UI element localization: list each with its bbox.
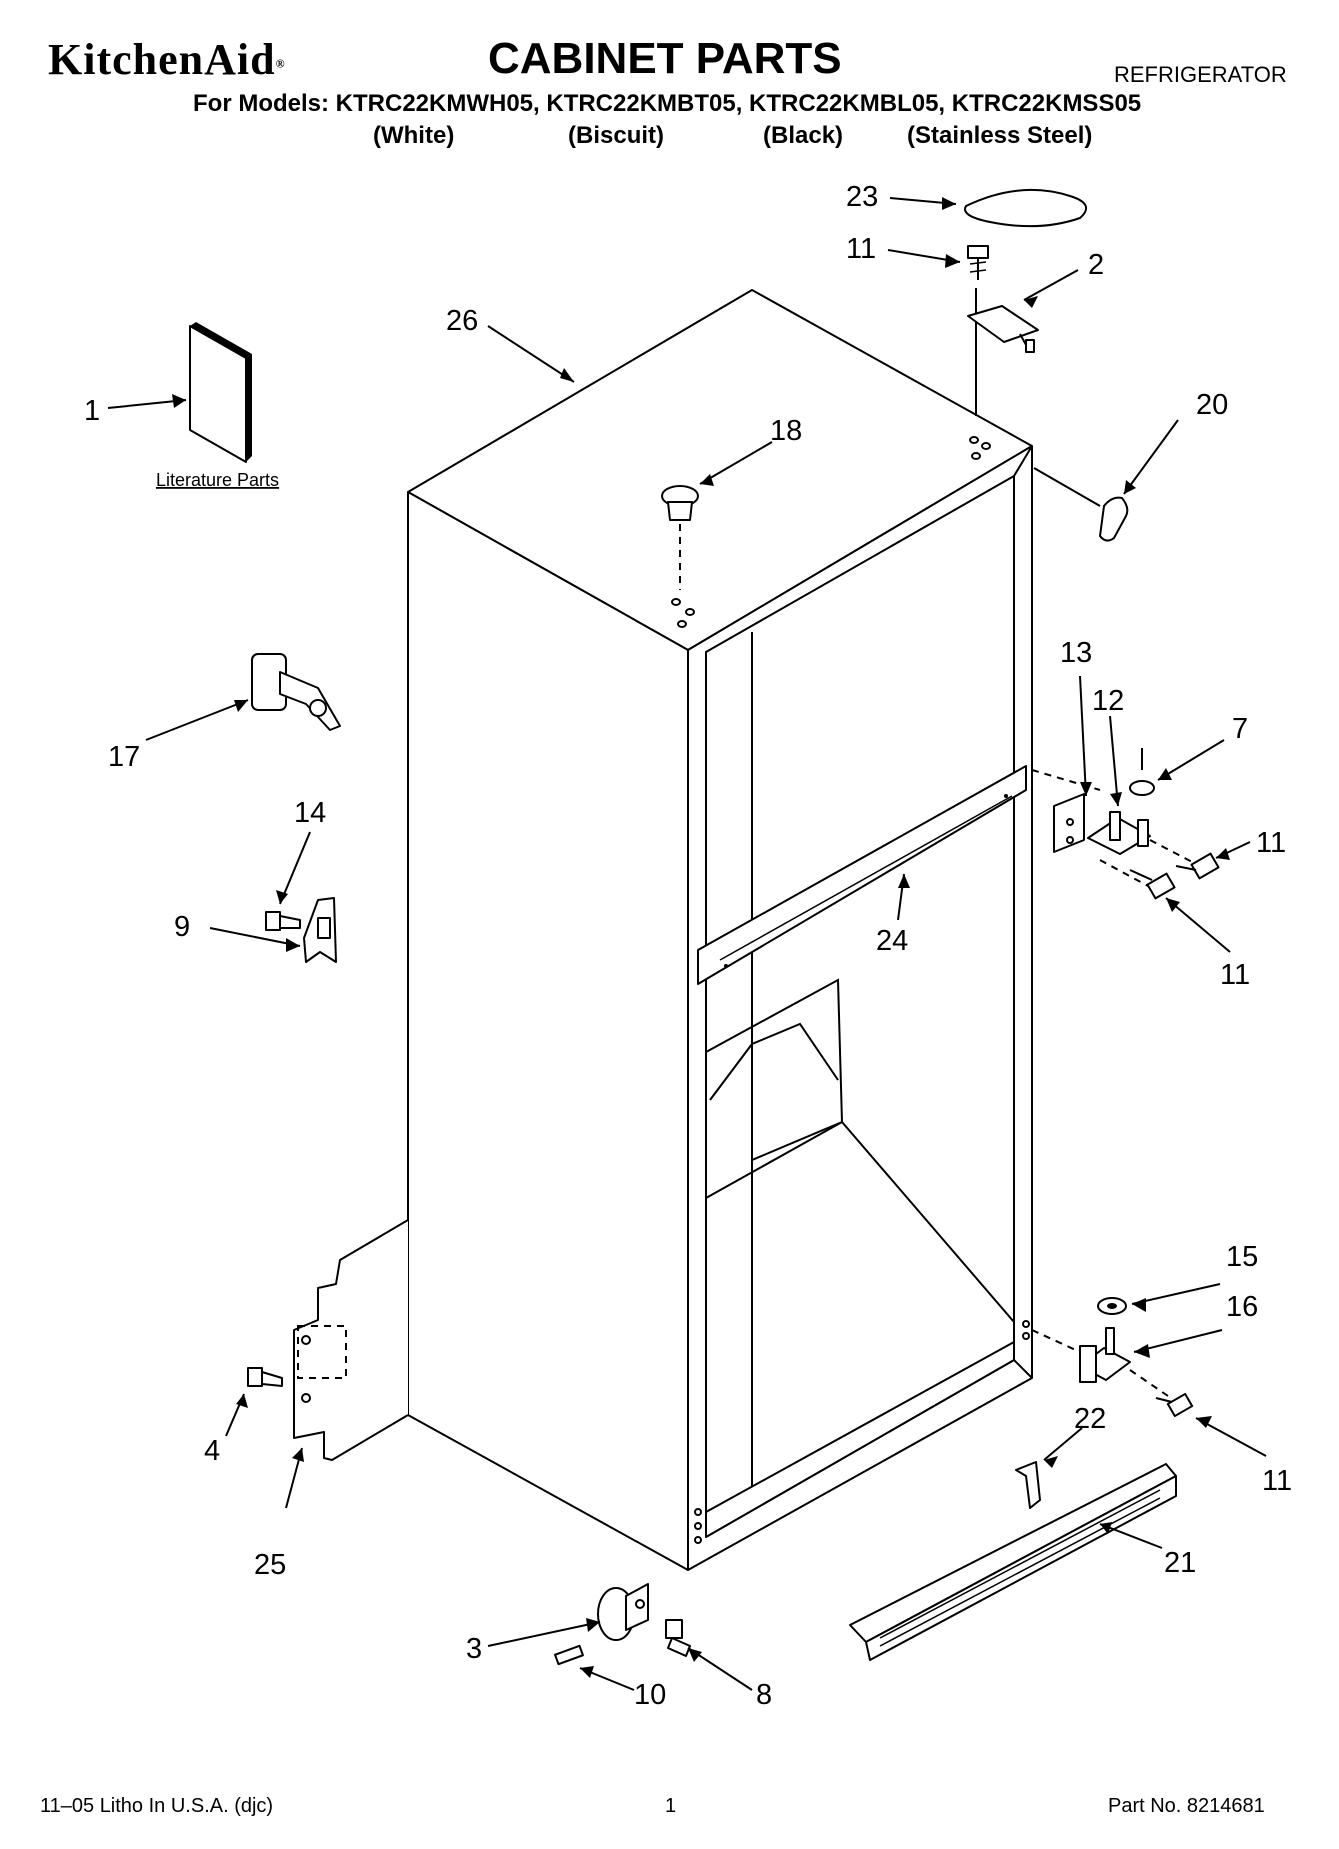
callout-16: 16: [1226, 1291, 1258, 1323]
center-hinge-bracket: [1053, 793, 1085, 853]
center-screw-lower: [1129, 869, 1176, 900]
callout-24: 24: [876, 925, 908, 957]
hinge-cover-cap: [964, 188, 1088, 228]
bottom-hinge: [1079, 1327, 1131, 1383]
cabinet-body: [407, 289, 1033, 1571]
callout-2: 2: [1088, 249, 1104, 281]
callout-11-hinge-upper: 11: [1256, 827, 1286, 859]
side-panel-screw: [247, 1367, 283, 1387]
side-panel: [293, 1219, 409, 1461]
callout-8: 8: [756, 1679, 772, 1711]
center-hinge: [1087, 811, 1151, 855]
callout-17: 17: [108, 741, 140, 773]
page-number: 1: [665, 1795, 677, 1817]
roller-axle-pin: [554, 1644, 584, 1666]
callout-15: 15: [1226, 1241, 1258, 1273]
callout-11-bottom: 11: [1262, 1465, 1292, 1497]
bottom-hinge-screw: [1155, 1392, 1194, 1418]
page-title: CABINET PARTS: [488, 34, 842, 83]
part-number: Part No. 8214681: [1108, 1795, 1265, 1817]
callout-13: 13: [1060, 637, 1092, 669]
literature-parts-label: Literature Parts: [156, 470, 279, 490]
callout-numbers: 1 2 3 4 7 8 9 10 11 11 11 11 12 13 14 15…: [84, 181, 1292, 1711]
callout-21: 21: [1164, 1547, 1196, 1579]
callout-12: 12: [1092, 685, 1124, 717]
callout-25: 25: [254, 1549, 286, 1581]
screw-top: [967, 245, 989, 280]
callout-11-top: 11: [846, 233, 876, 265]
cabinet-side-face: [407, 491, 689, 1571]
hinge-washer: [1129, 780, 1155, 796]
shelf-stud: [251, 653, 341, 731]
top-plug: [661, 485, 699, 521]
variant-black: (Black): [763, 122, 844, 149]
model-list: For Models: KTRC22KMWH05, KTRC22KMBT05, …: [193, 90, 1142, 117]
brand-logo: KitchenAid®: [48, 34, 286, 85]
callout-26: 26: [446, 305, 478, 337]
side-bracket: [303, 897, 337, 963]
literature-parts-icon: [189, 322, 252, 463]
callout-9: 9: [174, 911, 190, 943]
bottom-rail: [705, 1341, 1015, 1538]
callout-14: 14: [294, 797, 326, 829]
brand-name: KitchenAid: [48, 35, 276, 84]
callout-20: 20: [1196, 389, 1228, 421]
callout-10: 10: [634, 1679, 666, 1711]
top-hinge: [967, 305, 1039, 353]
grille-clip: [1015, 1461, 1041, 1509]
top-hinge-cover: [1099, 496, 1129, 542]
roller-screw: [665, 1619, 691, 1657]
callout-arrowheads: [172, 197, 1230, 1678]
callout-22: 22: [1074, 1403, 1106, 1435]
bracket-screw: [265, 911, 301, 931]
variant-stainless-steel: (Stainless Steel): [907, 122, 1093, 149]
divider-rail: [697, 765, 1027, 985]
variant-white: (White): [373, 122, 455, 149]
appliance-category: REFRIGERATOR: [1114, 62, 1287, 87]
variant-biscuit: (Biscuit): [568, 122, 664, 149]
toe-grille: [849, 1463, 1177, 1661]
center-screw-upper: [1175, 852, 1220, 880]
brand-registered-mark: ®: [275, 56, 286, 71]
callout-11-hinge-lower: 11: [1220, 959, 1250, 991]
callout-23: 23: [846, 181, 878, 213]
callout-3: 3: [466, 1633, 482, 1665]
callout-7: 7: [1232, 713, 1248, 745]
roller-bracket: [597, 1583, 649, 1641]
callout-18: 18: [770, 415, 802, 447]
callout-1: 1: [84, 395, 100, 427]
litho-info: 11–05 Litho In U.S.A. (djc): [40, 1795, 274, 1817]
callout-4: 4: [204, 1435, 220, 1467]
